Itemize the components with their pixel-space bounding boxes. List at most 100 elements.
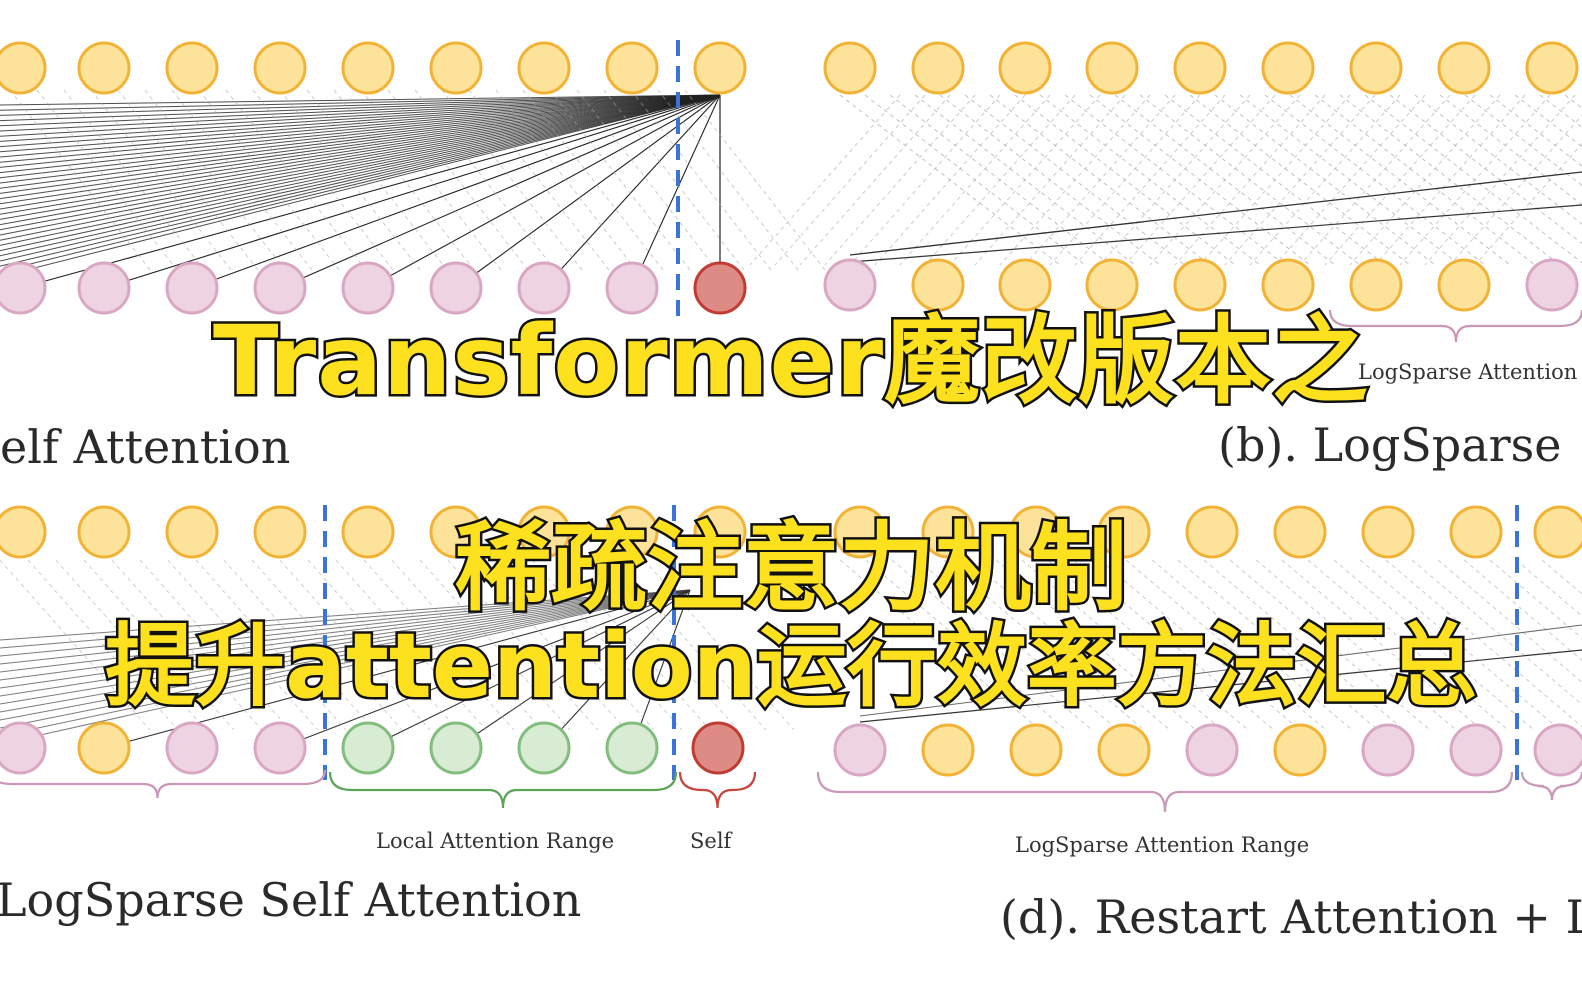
dashed-connection-line [1199,94,1351,266]
overlay-title-line-1: Transformer魔改版本之 [210,303,1370,420]
dashed-connection-line [1149,94,1301,266]
dashed-connection-line [306,89,448,271]
brace-self [678,771,757,809]
connection-line [279,589,691,749]
dashed-connection-line [559,559,711,731]
label-local-attention-range: Local Attention Range [376,829,615,853]
sequence-node [911,258,965,312]
sequence-node [77,505,131,559]
sequence-node [253,505,307,559]
dashed-connection-line [167,559,319,731]
sequence-node [1437,41,1491,95]
dashed-connection-line [1489,94,1582,167]
dashed-connection-line [839,559,1041,731]
dashed-connection-line [1224,94,1376,266]
sequence-node [341,721,395,775]
dashed-connection-line [333,89,475,271]
connection-line [191,94,721,289]
dashed-connection-line [576,89,718,271]
connection-line [0,94,721,142]
connection-line [0,94,721,137]
dashed-connection-line [1299,94,1451,266]
sequence-node [0,41,47,95]
overlay-title-line-3: 提升attention运行效率方法汇总 [103,612,1480,722]
dashed-connection-line [475,559,627,731]
label-logsparse-range-bottom: LogSparse Attention Range [1015,833,1310,857]
dashed-connection-line [899,94,1051,266]
dashed-connection-line [1307,559,1509,731]
sequence-node [1349,258,1403,312]
connection-line [0,94,721,262]
connection-line [0,589,691,665]
sequence-node [833,505,887,559]
caption-panel-c: LogSparse Self Attention [0,873,582,927]
sequence-node [693,505,747,559]
sequence-node [823,258,877,312]
dashed-connection-line [335,559,487,731]
dashed-connection-line [943,559,1145,731]
sequence-node [517,41,571,95]
dashed-connection-line [1424,94,1576,266]
dashed-connection-line [27,559,179,731]
sequence-node [1437,258,1491,312]
label-self: Self [690,829,732,853]
dashed-connection-line [995,559,1197,731]
sequence-node [921,723,975,777]
dashed-connection-line [1125,559,1327,731]
dashed-connection-line [447,559,599,731]
connection-line [0,94,721,194]
sequence-node [1261,41,1315,95]
sequence-node [605,41,659,95]
dashed-connection-line [1449,114,1582,266]
dashed-connection-line [874,94,1026,266]
connection-line [0,94,721,163]
connection-line [0,94,721,205]
caption-panel-a: elf Attention [0,420,291,474]
dashed-connection-line [1074,94,1226,266]
connection-line [0,94,721,246]
sequence-node [1085,258,1139,312]
connection-line [0,589,691,721]
connection-line [0,589,691,689]
dashed-connection-line [1177,559,1379,731]
sequence-node [1449,505,1503,559]
sequence-node [253,721,307,775]
sequence-node [517,721,571,775]
sequence-node [165,721,219,775]
dashed-connection-line [1249,94,1401,266]
connection-line [859,624,1582,717]
dashed-connection-line [1411,559,1582,706]
sequence-node [1449,723,1503,777]
connection-line [367,94,721,289]
connection-line [0,94,721,132]
sequence-node [998,258,1052,312]
dashed-connection-line [198,89,340,271]
dashed-connection-line [1437,559,1582,684]
brace-logsparse-range-top [1328,309,1582,343]
dashed-connection-line [1515,559,1582,617]
sequence-node [1533,505,1582,559]
sequence-node [605,261,659,315]
sequence-node [429,41,483,95]
sequence-node [1273,505,1327,559]
sequence-node [1097,505,1151,559]
dashed-connection-line [1049,94,1201,266]
connection-line [849,204,1582,263]
dashed-connection-line [360,89,502,271]
dashed-connection-line [630,89,772,271]
sequence-node [1525,258,1579,312]
connection-line [0,94,721,257]
sequence-node [1261,258,1315,312]
connection-line [0,589,691,713]
sequence-node [429,261,483,315]
dashed-connection-line [503,559,655,731]
connection-line [0,94,721,241]
sequence-node [429,505,483,559]
dashed-connection-line [849,94,1001,266]
connection-line [19,94,721,289]
dashed-connection-line [531,559,683,731]
sequence-node [1009,505,1063,559]
sequence-node [911,41,965,95]
connection-line [859,649,1582,723]
sequence-node [833,723,887,777]
